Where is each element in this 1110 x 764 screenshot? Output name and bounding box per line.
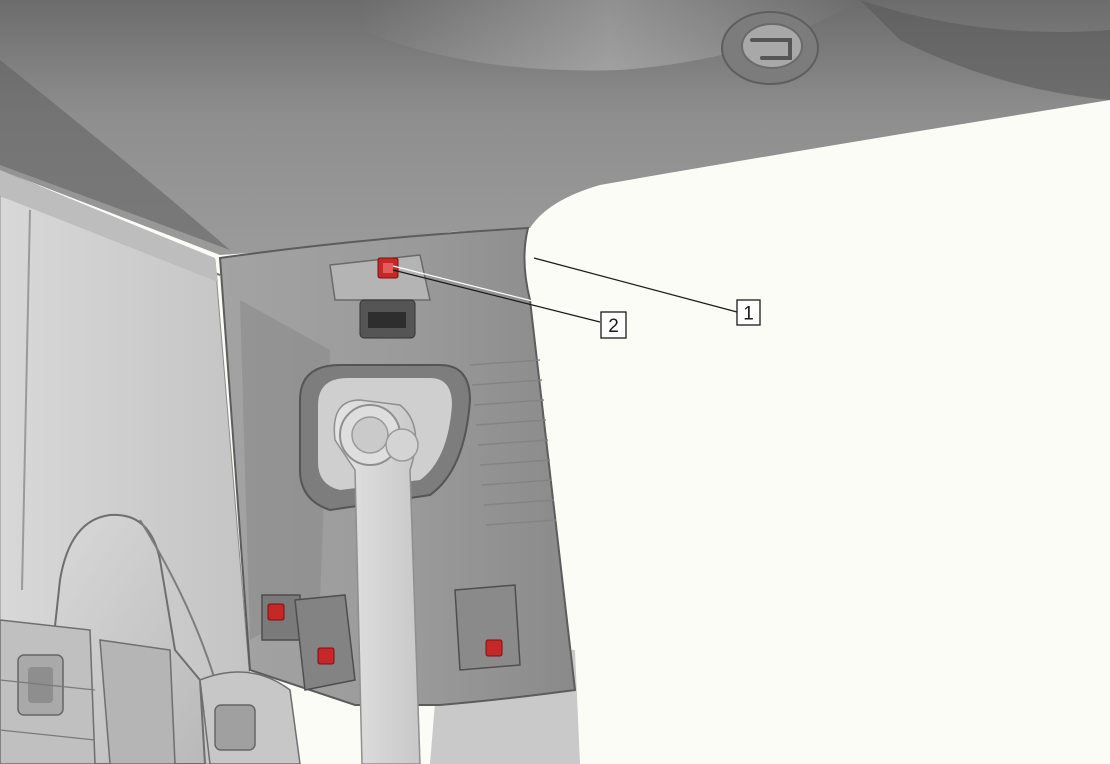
leader-line-2 — [392, 269, 601, 323]
callout-1: 1 — [736, 299, 761, 326]
rear-seat-frame — [0, 513, 301, 764]
seat-belt-webbing — [333, 399, 421, 764]
leader-line-1 — [533, 257, 738, 313]
pillar-trim-ribs — [469, 359, 557, 526]
callout-2-label: 2 — [608, 316, 619, 337]
callout-1-label: 1 — [743, 304, 754, 325]
lower-retainer-left — [261, 594, 301, 641]
wall-panel-edge — [21, 209, 31, 591]
leader-line-2-halo — [392, 265, 601, 319]
headliner — [0, 0, 1110, 255]
lower-retainer-center — [294, 594, 356, 691]
upper-trim-clip — [377, 257, 399, 279]
coat-hook — [721, 11, 819, 85]
callout-1-box — [736, 299, 761, 326]
lower-retainer-right — [454, 584, 521, 671]
wall-panel-upper — [0, 170, 218, 282]
callout-2: 2 — [600, 311, 627, 339]
seat-belt-anchor-bolt — [339, 404, 419, 466]
headliner-shadow — [0, 60, 230, 250]
callout-2-box — [600, 311, 627, 339]
headliner-highlight — [360, 0, 860, 71]
headliner-ridge — [860, 0, 1110, 100]
